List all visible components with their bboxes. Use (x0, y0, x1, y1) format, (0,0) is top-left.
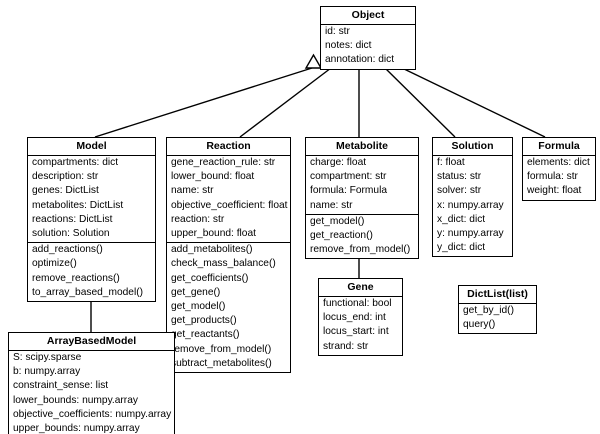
class-box-formula[interactable]: Formula elements: dict formula: str weig… (522, 137, 596, 201)
attribute-row: genes: DictList (32, 185, 99, 197)
attribute-row: x: numpy.array (437, 199, 504, 211)
class-attributes-model: compartments: dict description: str gene… (28, 156, 155, 242)
attribute-row: y: numpy.array (437, 228, 504, 240)
class-name-arraybasedmodel: ArrayBasedModel (9, 333, 174, 351)
class-attributes-arraybasedmodel: S: scipy.sparse b: numpy.array constrain… (9, 351, 174, 434)
attribute-row: solver: str (437, 185, 482, 197)
method-row: get_reaction() (310, 230, 373, 242)
class-name-object: Object (321, 7, 415, 25)
attribute-row: functional: bool (323, 298, 392, 309)
method-row: remove_from_model() (310, 244, 411, 256)
class-box-object[interactable]: Object id: str notes: dict annotation: d… (320, 6, 416, 70)
generalization-model-to-object (94, 53, 323, 138)
class-name-solution: Solution (433, 138, 512, 156)
attribute-row: f: float (437, 157, 465, 168)
attribute-row: lower_bound: float (171, 171, 255, 183)
method-row: get_coefficients() (171, 272, 249, 284)
attribute-row: weight: float (527, 185, 582, 197)
attribute-row: S: scipy.sparse (13, 352, 82, 363)
class-attributes-reaction: gene_reaction_rule: str lower_bound: flo… (167, 156, 290, 242)
attribute-row: upper_bounds: numpy.array (13, 423, 140, 434)
attribute-row: formula: Formula (310, 185, 387, 197)
method-row: get_products() (171, 315, 237, 327)
attribute-row: locus_end: int (323, 312, 386, 324)
attribute-row: reaction: str (171, 213, 225, 225)
class-name-gene: Gene (319, 279, 402, 297)
method-row: add_metabolites() (171, 244, 253, 256)
method-row: remove_from_model() (171, 343, 272, 355)
attribute-row: formula: str (527, 171, 578, 183)
method-row: to_array_based_model() (32, 286, 143, 298)
class-attributes-metabolite: charge: float compartment: str formula: … (306, 156, 418, 214)
class-name-formula: Formula (523, 138, 595, 156)
class-box-model[interactable]: Model compartments: dict description: st… (27, 137, 156, 303)
attribute-row: description: str (32, 171, 99, 183)
method-row: get_by_id() (463, 305, 514, 316)
class-box-arraybasedmodel[interactable]: ArrayBasedModel S: scipy.sparse b: numpy… (8, 332, 175, 434)
attribute-row: lower_bounds: numpy.array (13, 394, 138, 406)
class-box-metabolite[interactable]: Metabolite charge: float compartment: st… (305, 137, 419, 260)
method-row: get_gene() (171, 286, 221, 298)
attribute-row: name: str (171, 185, 214, 197)
class-attributes-solution: f: float status: str solver: str x: nump… (433, 156, 512, 256)
attribute-row: objective_coefficients: numpy.array (13, 408, 172, 420)
attribute-row: locus_start: int (323, 326, 389, 338)
class-box-dictlist[interactable]: DictList(list) get_by_id() query() (458, 285, 537, 335)
attribute-row: reactions: DictList (32, 213, 113, 225)
attribute-row: compartment: str (310, 171, 387, 183)
attribute-row: compartments: dict (32, 157, 119, 168)
attribute-row: constraint_sense: list (13, 380, 109, 392)
attribute-row: solution: Solution (32, 228, 110, 240)
class-attributes-gene: functional: bool locus_end: int locus_st… (319, 297, 402, 355)
method-row: remove_reactions() (32, 272, 120, 284)
attribute-row: notes: dict (325, 40, 372, 52)
class-box-gene[interactable]: Gene functional: bool locus_end: int loc… (318, 278, 403, 356)
attribute-row: b: numpy.array (13, 366, 81, 378)
attribute-row: objective_coefficient: float (171, 199, 288, 211)
class-attributes-object: id: str notes: dict annotation: dict (321, 25, 415, 69)
class-methods-model: add_reactions() optimize() remove_reacti… (28, 242, 155, 301)
method-row: check_mass_balance() (171, 258, 276, 270)
attribute-row: elements: dict (527, 157, 590, 168)
class-name-reaction: Reaction (167, 138, 290, 156)
attribute-row: status: str (437, 171, 482, 183)
class-box-reaction[interactable]: Reaction gene_reaction_rule: str lower_b… (166, 137, 291, 374)
class-name-model: Model (28, 138, 155, 156)
class-attributes-formula: elements: dict formula: str weight: floa… (523, 156, 595, 200)
class-box-solution[interactable]: Solution f: float status: str solver: st… (432, 137, 513, 258)
class-name-metabolite: Metabolite (306, 138, 418, 156)
class-methods-metabolite: get_model() get_reaction() remove_from_m… (306, 213, 418, 259)
method-row: get_model() (171, 301, 226, 313)
class-name-dictlist: DictList(list) (459, 286, 536, 304)
attribute-row: y_dict: dict (437, 242, 486, 254)
attribute-row: name: str (310, 199, 353, 211)
method-row: get_reactants() (171, 329, 240, 341)
method-row: query() (463, 319, 496, 331)
method-row: optimize() (32, 258, 77, 270)
attribute-row: metabolites: DictList (32, 199, 124, 211)
attribute-row: gene_reaction_rule: str (171, 157, 276, 168)
class-methods-dictlist: get_by_id() query() (459, 304, 536, 333)
attribute-row: upper_bound: float (171, 228, 256, 240)
method-row: subtract_metabolites() (171, 357, 272, 369)
attribute-row: annotation: dict (325, 54, 395, 66)
class-methods-reaction: add_metabolites() check_mass_balance() g… (167, 242, 290, 372)
attribute-row: strand: str (323, 340, 369, 352)
method-row: add_reactions() (32, 244, 103, 256)
attribute-row: id: str (325, 26, 350, 37)
attribute-row: charge: float (310, 157, 367, 168)
attribute-row: x_dict: dict (437, 213, 486, 225)
method-row: get_model() (310, 215, 365, 227)
